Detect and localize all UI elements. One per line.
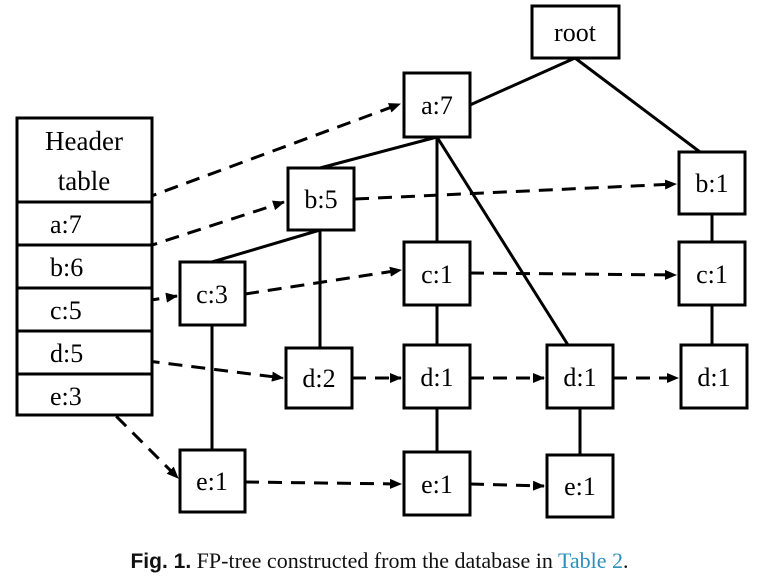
edge-root-a7 [469,56,576,107]
node-root: root [530,4,621,60]
node-c1-mid-label: c:1 [421,260,453,289]
node-e1-center: e:1 [545,453,615,519]
node-b5: b:5 [286,166,356,232]
node-a7: a:7 [402,71,472,139]
header-table-frame [15,116,154,417]
header-table-title-line-2: table [58,166,110,196]
header-table: Header table a:7 b:6 c:5 d:5 e:3 [15,116,154,417]
node-c1-right-label: c:1 [696,260,728,289]
node-d1-center-label: d:1 [563,363,596,392]
header-table-title-line-1: Header [45,126,123,156]
link-c1-mid-c1-right [469,269,677,280]
caption-label: Fig. 1. [130,550,192,573]
header-entry-a: a:7 [50,210,82,239]
header-entry-d: d:5 [50,339,83,368]
link-e1-mid-e1-center [469,480,545,491]
node-d1-mid: d:1 [402,343,472,410]
tree-nodes: root a:7 b:5 b:1 c:3 c:1 c:1 d:2 [178,4,749,519]
edge-a7-d1-center [435,136,570,346]
node-e1-left-label: e:1 [196,467,228,496]
node-e1-left: e:1 [178,448,247,514]
caption-text: FP-tree constructed from the database in [196,548,553,573]
figure-caption: Fig. 1. FP-tree constructed from the dat… [0,548,759,574]
node-d2-label: d:2 [302,364,335,393]
link-b5-b1 [354,179,677,201]
header-entry-e: e:3 [50,382,82,411]
node-a7-label: a:7 [421,91,453,120]
node-root-label: root [554,18,597,47]
node-d2: d:2 [284,346,354,410]
node-d1-center: d:1 [545,343,615,410]
node-b1-label: b:1 [695,169,728,198]
node-e1-mid-label: e:1 [421,470,453,499]
caption-end: . [623,548,629,573]
link-c3-c1-mid [244,266,402,296]
node-c3: c:3 [178,260,247,327]
tree-edges [210,56,714,455]
node-e1-center-label: e:1 [564,472,596,501]
header-entry-b: b:6 [50,253,83,282]
node-d1-mid-label: d:1 [420,363,453,392]
node-b5-label: b:5 [304,185,337,214]
node-c1-mid: c:1 [402,240,472,307]
node-d1-right: d:1 [679,343,749,410]
node-c3-label: c:3 [196,280,228,309]
link-header-e [98,398,180,480]
node-b1: b:1 [677,150,747,216]
caption-table-link[interactable]: Table 2 [557,548,623,573]
edge-root-b1 [574,56,701,154]
node-c1-right: c:1 [677,240,747,307]
link-e1-left-e1-mid [244,478,402,489]
header-entry-c: c:5 [50,296,82,325]
node-e1-mid: e:1 [402,450,472,517]
edge-b5-c3 [211,228,321,264]
edge-a7-b5 [319,135,438,170]
node-d1-right-label: d:1 [697,363,730,392]
